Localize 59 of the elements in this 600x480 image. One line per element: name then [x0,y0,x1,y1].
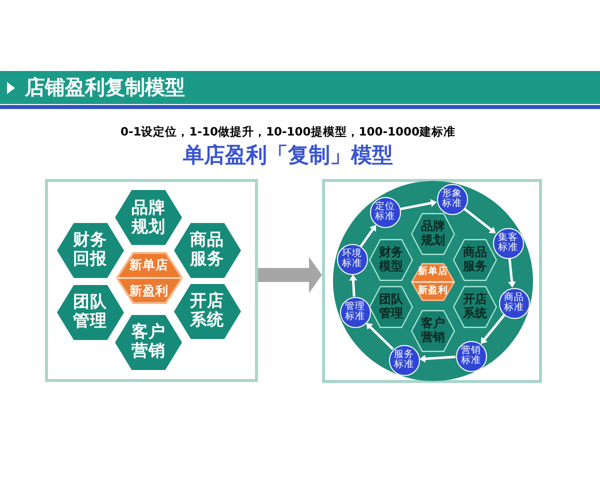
circle [340,296,370,328]
hexagon [411,213,455,255]
hexagon-label: 开店系统 [462,293,488,321]
arrow [400,199,437,210]
hexagon [116,252,182,304]
page-title: 店铺盈利复制模型 [25,74,185,101]
hexagon-label: 新单店 [130,258,168,272]
circle-label: 服务标准 [394,350,414,370]
arrow [349,274,358,297]
hexagon-label: 品牌规划 [130,198,166,236]
circle-label: 集客标准 [498,232,518,254]
hexagon-label: 客户营销 [130,323,166,361]
circle [388,344,420,376]
hexagon [369,239,413,281]
heading: 单店盈利「复制」模型 [183,142,393,169]
hexagon [174,222,240,278]
hexagon [115,314,182,370]
hexagon-label: 商品服务 [188,231,225,269]
circle [498,288,530,318]
hexagon [174,284,240,338]
subtitle: 0-1设定位，1-10做提升，10-100提模型，100-1000建标准 [120,124,456,140]
hexagon [411,263,455,301]
hexagon-label: 新单店 [418,267,448,278]
arrow [463,208,496,234]
circle-label: 商品标准 [504,292,524,314]
hexagon [453,239,497,281]
hexagon-label: 开店系统 [188,292,225,330]
circle [456,340,486,372]
hexagon-label: 团队管理 [378,293,404,321]
circle [370,196,400,228]
hexagon [56,222,124,278]
circle-label: 环境标准 [342,248,362,270]
hexagon-label: 商品服务 [462,246,488,274]
circle-label: 营销标准 [460,346,482,366]
hexagon-label: 新盈利 [418,286,448,297]
arrow [419,354,456,363]
circle [436,184,468,214]
arrow [360,224,376,248]
circle-label: 管理标准 [344,302,366,322]
circle-label: 形象标准 [442,188,462,210]
hexagon [115,190,182,245]
hexagon [411,310,455,352]
circle [336,244,368,274]
hexagon-label: 财务模型 [378,246,404,274]
arrow [480,314,506,344]
hexagon [369,286,413,328]
circle [492,228,524,258]
arrow [258,257,322,293]
panel-frame [45,179,258,382]
hexagon-label: 客户营销 [420,317,446,345]
hexagon-label: 品牌规划 [420,220,446,248]
hexagon [453,286,497,328]
arrow [366,322,394,350]
hexagon-label: 团队管理 [72,293,108,331]
hexagon-label: 新盈利 [130,284,168,298]
circle-label: 定位标准 [374,202,396,222]
hexagon-label: 财务回报 [72,231,108,269]
hexagon [56,284,124,340]
arrow [508,258,516,288]
